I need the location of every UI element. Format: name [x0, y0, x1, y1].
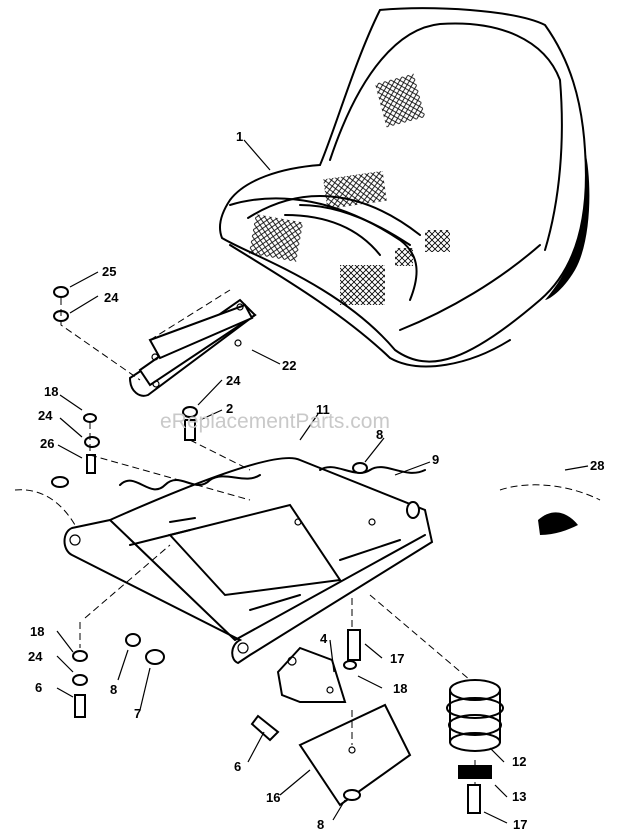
callout-18-right: 18: [393, 681, 407, 696]
callout-26: 26: [40, 436, 54, 451]
callout-labels: 1 2 4 6 6 7 8 8 8 9 11 12 13 16 17 17 18…: [28, 129, 604, 832]
callout-12: 12: [512, 754, 526, 769]
callout-4: 4: [320, 631, 328, 646]
callout-17-top: 17: [390, 651, 404, 666]
callout-7: 7: [134, 706, 141, 721]
callout-2: 2: [226, 401, 233, 416]
seat-part: [219, 7, 590, 368]
spring-assembly-part: [446, 679, 504, 779]
callout-11: 11: [316, 402, 330, 417]
callout-18-top: 18: [44, 384, 58, 399]
callout-8-top: 8: [376, 427, 383, 442]
callout-9: 9: [432, 452, 439, 467]
callout-8-bottom: 8: [317, 817, 324, 832]
rear-bracket-part: [276, 646, 347, 703]
callout-24-left: 24: [28, 649, 43, 664]
base-plate-part: [298, 703, 412, 807]
mounting-plate-part: [63, 457, 434, 665]
watermark-text: eReplacementParts.com: [160, 410, 390, 433]
callout-13: 13: [512, 789, 526, 804]
callout-17-bottom: 17: [513, 817, 527, 832]
callout-6-bottom: 6: [234, 759, 241, 774]
hardware-fasteners: [51, 286, 578, 814]
callout-24-bracket: 24: [226, 373, 241, 388]
callout-16: 16: [266, 790, 280, 805]
callout-25: 25: [102, 264, 116, 279]
callout-1: 1: [236, 129, 243, 144]
callout-8-left: 8: [110, 682, 117, 697]
callout-22: 22: [282, 358, 296, 373]
callout-6-left: 6: [35, 680, 42, 695]
assembly-lines: [14, 289, 601, 785]
leader-lines: [56, 139, 589, 824]
callout-24-mid: 24: [38, 408, 53, 423]
callout-24-top: 24: [104, 290, 119, 305]
callout-18-left: 18: [30, 624, 44, 639]
hinge-bracket-part: [128, 298, 257, 397]
callout-28: 28: [590, 458, 604, 473]
